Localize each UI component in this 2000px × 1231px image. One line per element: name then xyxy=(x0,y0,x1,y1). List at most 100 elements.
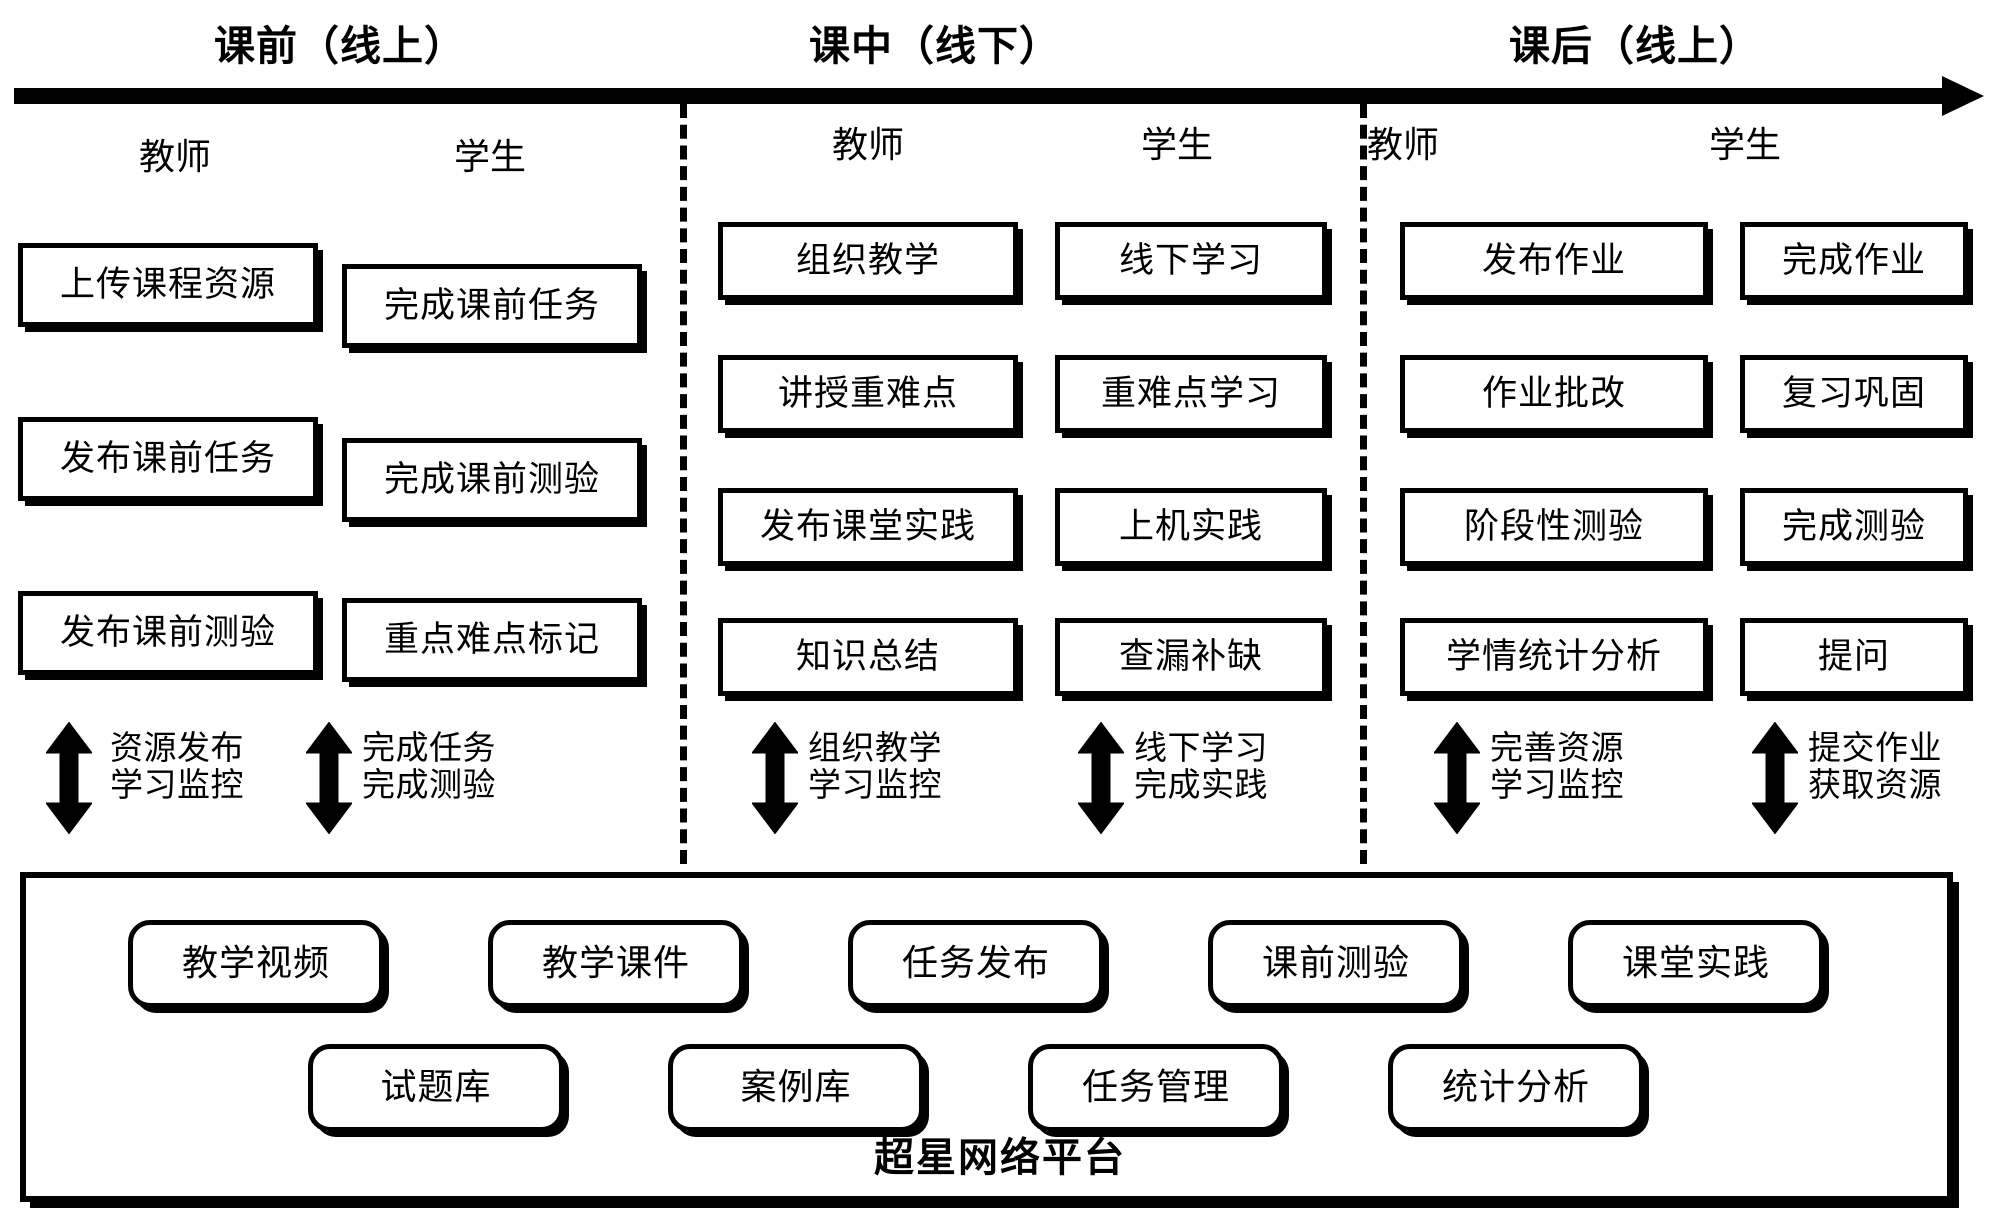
platform-module-label: 统计分析 xyxy=(1441,1067,1590,1108)
flow-caption-line: 完善资源 xyxy=(1490,728,1624,767)
activity-box[interactable]: 发布课堂实践 xyxy=(718,488,1018,566)
platform-module-label: 教学视频 xyxy=(181,943,330,984)
activity-label: 复习巩固 xyxy=(1781,373,1926,414)
platform-module-label: 教学课件 xyxy=(541,943,690,984)
flow-caption-line: 获取资源 xyxy=(1808,764,1942,804)
bidirectional-arrow-icon xyxy=(752,722,798,834)
activity-box[interactable]: 复习巩固 xyxy=(1740,355,1968,433)
activity-label: 学情统计分析 xyxy=(1445,636,1662,677)
flow-caption-line: 资源发布 xyxy=(110,728,244,767)
activity-box[interactable]: 上机实践 xyxy=(1055,488,1327,566)
flow-caption: 完善资源 学习监控 xyxy=(1490,728,1624,804)
activity-label: 发布作业 xyxy=(1481,240,1626,281)
activity-box[interactable]: 完成作业 xyxy=(1740,222,1968,300)
flow-caption: 资源发布 学习监控 xyxy=(110,728,244,804)
role-label-pre-teacher: 教师 xyxy=(138,137,211,178)
platform-module[interactable]: 案例库 xyxy=(668,1044,924,1132)
phase-title-pre: 课前（线上） xyxy=(214,22,466,70)
flow-caption: 提交作业 获取资源 xyxy=(1808,728,1942,804)
timeline-axis xyxy=(14,88,1944,104)
activity-label: 发布课堂实践 xyxy=(759,506,976,547)
platform-module[interactable]: 试题库 xyxy=(308,1044,564,1132)
activity-label: 重点难点标记 xyxy=(383,619,600,660)
bidirectional-arrow-icon xyxy=(1078,722,1124,834)
activity-label: 发布课前测验 xyxy=(59,612,276,653)
activity-label: 线下学习 xyxy=(1118,240,1263,281)
activity-label: 重难点学习 xyxy=(1100,373,1281,414)
platform-module-label: 试题库 xyxy=(380,1067,492,1108)
activity-box[interactable]: 阶段性测验 xyxy=(1400,488,1708,566)
activity-box[interactable]: 完成测验 xyxy=(1740,488,1968,566)
flow-caption-line: 完成任务 xyxy=(362,728,496,767)
activity-box[interactable]: 完成课前测验 xyxy=(342,438,642,522)
activity-box[interactable]: 发布作业 xyxy=(1400,222,1708,300)
activity-box[interactable]: 组织教学 xyxy=(718,222,1018,300)
phase-title-post: 课后（线上） xyxy=(1509,22,1761,70)
bidirectional-arrow-icon xyxy=(306,722,352,834)
activity-label: 完成测验 xyxy=(1781,506,1926,547)
activity-box[interactable]: 重难点学习 xyxy=(1055,355,1327,433)
activity-label: 发布课前任务 xyxy=(59,438,276,479)
platform-module-label: 任务管理 xyxy=(1081,1067,1230,1108)
platform-module[interactable]: 任务管理 xyxy=(1028,1044,1284,1132)
activity-box[interactable]: 作业批改 xyxy=(1400,355,1708,433)
flow-caption-line: 组织教学 xyxy=(808,728,942,767)
activity-label: 提问 xyxy=(1817,636,1890,677)
role-label-in-student: 学生 xyxy=(1140,125,1213,166)
flow-caption-line: 学习监控 xyxy=(1490,764,1624,804)
platform-module[interactable]: 教学课件 xyxy=(488,920,744,1008)
activity-label: 讲授重难点 xyxy=(777,373,958,414)
bidirectional-arrow-icon xyxy=(1752,722,1798,834)
flow-caption-line: 提交作业 xyxy=(1808,728,1942,767)
platform-name: 超星网络平台 xyxy=(874,1134,1126,1181)
flow-caption: 完成任务 完成测验 xyxy=(362,728,496,804)
platform-module-label: 课堂实践 xyxy=(1621,943,1770,984)
bidirectional-arrow-icon xyxy=(46,722,92,834)
activity-box[interactable]: 讲授重难点 xyxy=(718,355,1018,433)
flow-caption-line: 线下学习 xyxy=(1134,728,1268,767)
activity-box[interactable]: 上传课程资源 xyxy=(18,243,318,327)
phase-separator-1 xyxy=(680,104,687,864)
activity-label: 完成作业 xyxy=(1781,240,1926,281)
role-label-post-teacher: 教师 xyxy=(1366,125,1439,166)
activity-label: 上机实践 xyxy=(1118,506,1263,547)
activity-box[interactable]: 知识总结 xyxy=(718,618,1018,696)
flow-caption-line: 学习监控 xyxy=(808,764,942,804)
activity-label: 上传课程资源 xyxy=(59,264,276,305)
platform-module[interactable]: 统计分析 xyxy=(1388,1044,1644,1132)
activity-box[interactable]: 完成课前任务 xyxy=(342,264,642,348)
phase-title-in: 课中（线下） xyxy=(809,22,1061,70)
platform-module[interactable]: 任务发布 xyxy=(848,920,1104,1008)
activity-label: 完成课前任务 xyxy=(383,285,600,326)
activity-box[interactable]: 查漏补缺 xyxy=(1055,618,1327,696)
activity-box[interactable]: 发布课前任务 xyxy=(18,417,318,501)
platform-module[interactable]: 课前测验 xyxy=(1208,920,1464,1008)
role-label-post-student: 学生 xyxy=(1708,125,1781,166)
activity-box[interactable]: 提问 xyxy=(1740,618,1968,696)
flow-caption-line: 完成测验 xyxy=(362,764,496,804)
activity-box[interactable]: 线下学习 xyxy=(1055,222,1327,300)
phase-separator-2 xyxy=(1360,104,1367,864)
activity-label: 查漏补缺 xyxy=(1118,636,1263,677)
activity-label: 组织教学 xyxy=(795,240,940,281)
activity-box[interactable]: 重点难点标记 xyxy=(342,598,642,682)
platform-module[interactable]: 课堂实践 xyxy=(1568,920,1824,1008)
activity-label: 阶段性测验 xyxy=(1463,506,1644,547)
flow-caption-line: 完成实践 xyxy=(1134,764,1268,804)
platform-module-label: 案例库 xyxy=(740,1067,852,1108)
platform-module-label: 任务发布 xyxy=(901,943,1050,984)
activity-label: 作业批改 xyxy=(1481,373,1626,414)
activity-box[interactable]: 学情统计分析 xyxy=(1400,618,1708,696)
role-label-pre-student: 学生 xyxy=(453,137,526,178)
activity-label: 完成课前测验 xyxy=(383,459,600,500)
platform-module[interactable]: 教学视频 xyxy=(128,920,384,1008)
platform-module-label: 课前测验 xyxy=(1261,943,1410,984)
role-label-in-teacher: 教师 xyxy=(831,125,904,166)
bidirectional-arrow-icon xyxy=(1434,722,1480,834)
flow-caption: 组织教学 学习监控 xyxy=(808,728,942,804)
activity-box[interactable]: 发布课前测验 xyxy=(18,591,318,675)
activity-label: 知识总结 xyxy=(795,636,940,677)
timeline-arrowhead-icon xyxy=(1942,76,1984,116)
flow-caption: 线下学习 完成实践 xyxy=(1134,728,1268,804)
